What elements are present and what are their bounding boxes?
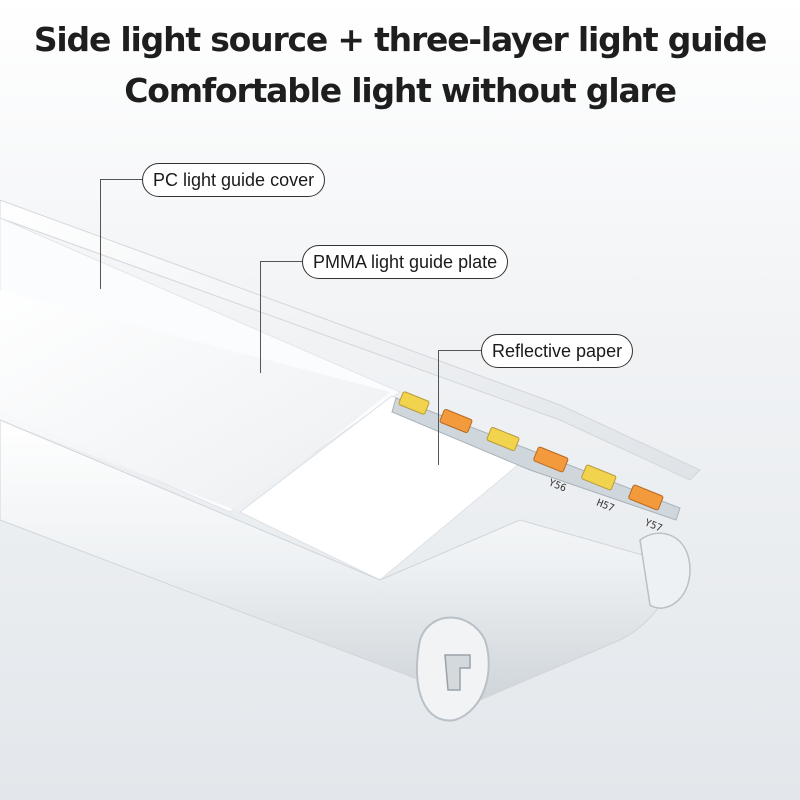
headline-line-1: Side light source + three-layer light gu… bbox=[33, 20, 767, 59]
pmma-plate-sheet bbox=[0, 290, 390, 512]
headline: Side light source + three-layer light gu… bbox=[0, 0, 800, 110]
led-chip bbox=[533, 446, 569, 473]
leader-pmma-vertical bbox=[260, 261, 261, 373]
led-chip bbox=[486, 426, 520, 452]
leader-reflective-horizontal bbox=[438, 350, 481, 351]
right-end-profile bbox=[639, 532, 691, 609]
housing-rail bbox=[0, 199, 701, 481]
headline-line-2: Comfortable light without glare bbox=[124, 71, 677, 110]
led-chips bbox=[398, 391, 664, 511]
callout-reflective-paper: Reflective paper bbox=[481, 334, 634, 368]
pcb-marking: H57 bbox=[595, 498, 616, 515]
leader-pmma-horizontal bbox=[260, 261, 302, 262]
callout-pmma-light-guide-plate: PMMA light guide plate bbox=[302, 245, 509, 279]
led-chip bbox=[439, 408, 473, 434]
led-chip bbox=[628, 484, 664, 511]
pcb-marking: Y57 bbox=[643, 518, 664, 535]
led-chip bbox=[581, 464, 617, 491]
led-chip bbox=[398, 391, 430, 415]
callout-pc-light-guide-cover: PC light guide cover bbox=[142, 163, 326, 197]
end-cap-slot bbox=[444, 654, 471, 691]
leader-pc-vertical bbox=[100, 179, 101, 289]
leader-pc-horizontal bbox=[100, 179, 142, 180]
leader-reflective-vertical bbox=[438, 350, 439, 465]
